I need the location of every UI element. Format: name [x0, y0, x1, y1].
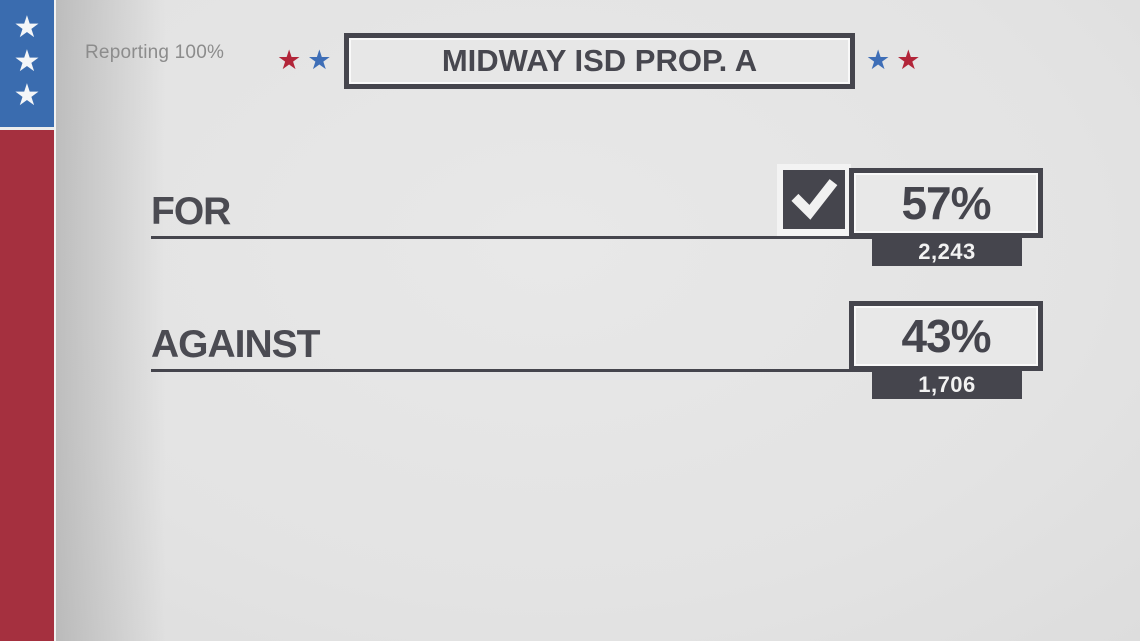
star-icon: ★ [13, 11, 41, 44]
star-icon: ★ [13, 45, 41, 78]
sidebar-divider [0, 127, 54, 130]
percent-box-against: 43% [849, 301, 1043, 371]
star-icon: ★ [896, 45, 927, 75]
race-title: MIDWAY ISD PROP. A [441, 43, 758, 78]
votes-bar-for: 2,243 [872, 238, 1022, 266]
sidebar-blue-panel [0, 0, 54, 127]
checkmark-icon [783, 170, 845, 229]
percent-box-for: 57% [849, 168, 1043, 238]
title-left-stars: ★★ [277, 47, 337, 74]
sidebar-red-panel [0, 130, 54, 641]
option-label-for: FOR [151, 190, 231, 233]
row-rule-for [151, 236, 872, 239]
race-title-box: MIDWAY ISD PROP. A [344, 33, 855, 89]
winner-checkbox [777, 164, 851, 236]
reporting-status: Reporting 100% [85, 42, 225, 63]
votes-value-against: 1,706 [918, 372, 976, 397]
percent-value-against: 43% [901, 310, 991, 362]
votes-bar-against: 1,706 [872, 371, 1022, 399]
title-right-stars: ★★ [866, 47, 926, 74]
star-icon: ★ [307, 45, 338, 75]
row-rule-against [151, 369, 872, 372]
star-icon: ★ [13, 79, 41, 112]
sidebar-shadow [56, 0, 166, 641]
sidebar-edge-highlight [54, 0, 56, 641]
percent-value-for: 57% [901, 177, 991, 229]
star-icon: ★ [866, 45, 897, 75]
votes-value-for: 2,243 [918, 239, 976, 264]
option-label-against: AGAINST [151, 323, 320, 366]
star-icon: ★ [277, 45, 308, 75]
